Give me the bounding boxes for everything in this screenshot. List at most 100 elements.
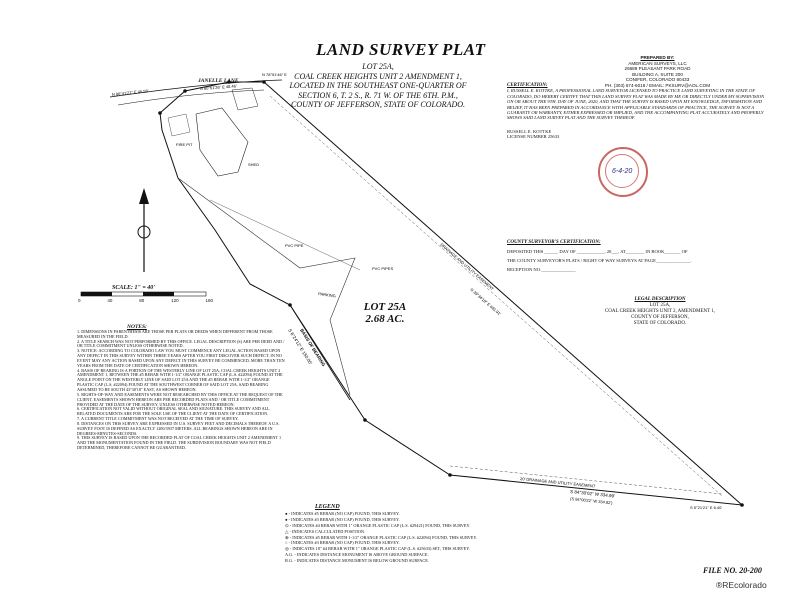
diag-bearing-label: N 39°34'18" E 681.91': [469, 287, 502, 317]
legend-footnote: A.G. - INDICATES DISTANCE MONUMENT IS AB…: [285, 552, 429, 558]
page-title: LAND SURVEY PLAT: [316, 40, 486, 59]
note-item: 9. THIS SURVEY IS BASED UPON THE RECORDE…: [77, 435, 282, 451]
scale-tick: 40: [107, 298, 113, 303]
prepared-line: PH. (303) 674-6018 / EMAIL: PKSURV@AOL.C…: [604, 82, 711, 88]
west-line: [289, 304, 351, 401]
certification-heading: CERTIFICATION:: [507, 83, 548, 88]
note-item: 8. DISTANCES ON THIS SURVEY ARE EXPRESSE…: [77, 420, 280, 436]
shed-footprint: [231, 87, 259, 111]
certification-body: I, RUSSELL E. KOTTKE, A PROFESSIONAL LAN…: [507, 88, 765, 121]
note-item: 1. DIMENSIONS IN PARENTHESIS ARE THOSE P…: [77, 328, 273, 339]
monument-markers: [158, 80, 744, 507]
prepared-line: BUILDING A, SUITE 200: [632, 71, 683, 77]
parking-label: PARKING: [318, 291, 336, 298]
corner-bearing-label: S 5°21'21" E 6.40': [690, 505, 722, 510]
legend-footnote: B.G. - INDICATES DISTANCE MONUMENT IS BE…: [285, 558, 429, 564]
driveway-line: [177, 177, 356, 396]
scale-ticks: 0 40 80 120 160: [78, 298, 213, 303]
file-number: FILE NO. 20-200: [703, 566, 762, 575]
county-certification: COUNTY SURVEYOR'S CERTIFICATION: DEPOSIT…: [507, 238, 772, 274]
legend-item: ○ - INDICATES #3 REBAR (NO CAP) FOUND, T…: [285, 540, 400, 546]
legend-item: △ - INDICATES CALCULATED POSITION.: [285, 528, 366, 534]
legend-text: - INDICATES #3 REBAR (NO CAP) FOUND, THI…: [288, 540, 400, 546]
street-label: JANELLE LANE: [198, 78, 239, 84]
prepared-line: CONIFER, COLORADO 80433: [625, 77, 690, 83]
road-line: [117, 89, 265, 106]
license-number: LICENSE NUMBER 25633: [507, 134, 560, 140]
fire-pit-label: FIRE PIT: [176, 142, 193, 147]
brand-watermark: ®REcolorado: [716, 580, 767, 590]
prepared-line: 26689 PLEASANT PARK ROAD: [624, 66, 691, 72]
scale-bar: [80, 291, 207, 297]
lot-name: LOT 25A: [363, 301, 407, 313]
legal-line: COAL CREEK HEIGHTS UNIT 2, AMENDMENT 1,: [604, 309, 716, 314]
note-item: 2. A TITLE SEARCH WAS NOT PERFORMED BY T…: [77, 338, 285, 349]
legend-item: ⊙ - INDICATES #4 REBAR WITH 1" ORANGE PL…: [285, 522, 471, 528]
note-item: 3. NOTICE: ACCORDING TO COLORADO LAW YOU…: [77, 348, 285, 368]
easement-label: 20' DRAINAGE AND UTILITY EASEMENT: [520, 476, 596, 489]
south-bearing-label: S 84°30'02" W 334.99': [570, 489, 615, 499]
scale-tick: 0: [78, 298, 81, 303]
scale-tick: 120: [171, 298, 179, 303]
note-item: 5. RIGHTS-OF-WAY AND EASEMENTS WERE NOT …: [77, 391, 283, 407]
subtitle-line: COUNTY OF JEFFERSON, STATE OF COLORADO.: [291, 100, 465, 110]
legal-line: COUNTY OF JEFFERSON,: [631, 315, 689, 320]
legend-text: - INDICATES #4 REBAR WITH 1" ORANGE PLAS…: [289, 522, 471, 528]
seal-inner-ring: [605, 154, 639, 188]
shed-label: SHED: [248, 162, 259, 167]
pipe-line: [209, 199, 361, 271]
easement-diag-label: DRAINAGE AND UTILITY EASEMENT: [439, 242, 495, 292]
surveyor-name: RUSSELL E. KOTTKE: [507, 128, 552, 134]
legend-item: ● - INDICATES #3 REBAR (NO CAP) FOUND, T…: [285, 516, 400, 522]
note-item: 4. BASIS OF BEARING IS A PORTION OF THE …: [77, 367, 283, 392]
easement-line: [269, 95, 723, 497]
easement-line: [449, 465, 723, 495]
road-line: [109, 79, 283, 98]
structure-outline: [167, 113, 191, 137]
pvc-pipe-label: PVC PIPE: [285, 243, 304, 248]
subtitle-line: SECTION 6, T. 2 S., R. 71 W. OF THE 6TH.…: [298, 90, 458, 100]
notes-block: NOTES: 1. DIMENSIONS IN PARENTHESIS ARE …: [77, 324, 287, 451]
subtitle-line: LOCATED IN THE SOUTHEAST ONE-QUARTER OF: [289, 81, 467, 91]
legend-block: LEGEND ● - INDICATES #5 REBAR (NO CAP) F…: [285, 504, 545, 564]
prepared-line: AMERICAN SURVEYS, LLC: [628, 60, 687, 66]
plat-subtitle: LOT 25A, COAL CREEK HEIGHTS UNIT 2 AMEND…: [268, 62, 488, 110]
legal-line: LOT 25A,: [649, 303, 671, 308]
lot-label: LOT 25A 2.68 AC.: [350, 301, 420, 325]
pvc-pipes-label: PVC PIPES: [372, 266, 393, 271]
south-record-label: (S 84°00'22" W 334.82'): [570, 496, 614, 505]
bearing-top-label: N 80°51'26" E 48.46': [200, 83, 237, 91]
notes-heading: NOTES:: [127, 324, 147, 330]
note-item: 6. CERTIFICATION NOT VALID WITHOUT ORIGI…: [77, 406, 270, 417]
scale-label: SCALE: 1" = 40': [112, 285, 155, 291]
bearing-right-top-label: N 78°51'46" E: [262, 72, 287, 77]
scale-tick: 160: [205, 298, 213, 303]
legal-heading: LEGAL DESCRIPTION: [634, 297, 686, 302]
legend-text: - INDICATES 18" #4 REBAR WITH 1" ORANGE …: [289, 546, 470, 552]
legend-text: - INDICATES CALCULATED POSITION.: [289, 528, 366, 534]
subtitle-line: COAL CREEK HEIGHTS UNIT 2 AMENDMENT 1,: [294, 71, 462, 81]
prepared-heading: PREPARED BY:: [640, 55, 675, 60]
bearing-top-left-label: N 86°41'21" E 45.58': [112, 88, 149, 97]
legend-heading: LEGEND: [315, 504, 340, 510]
legal-line: STATE OF COLORADO.: [633, 321, 687, 326]
legend-item: ⊕ - INDICATES #5 REBAR WITH 1-1/2" ORANG…: [285, 534, 478, 540]
house-footprint: [195, 107, 249, 177]
legend-text: - INDICATES #5 REBAR WITH 1-1/2" ORANGE …: [289, 534, 478, 540]
note-item: 7. A CURRENT TITLE COMMITMENT WAS NOT RE…: [77, 416, 239, 422]
legend-text: - INDICATES #5 REBAR (NO CAP) FOUND, THI…: [288, 510, 400, 516]
certification-block: CERTIFICATION: I, RUSSELL E. KOTTKE, A P…: [507, 83, 769, 140]
subtitle-line: LOT 25A,: [362, 62, 394, 71]
north-arrow-icon: [137, 188, 151, 272]
county-heading: COUNTY SURVEYOR'S CERTIFICATION:: [507, 240, 601, 245]
legend-text: - INDICATES #3 REBAR (NO CAP) FOUND, THI…: [288, 516, 400, 522]
county-line: THE COUNTY SURVEYOR'S PLATS / RIGHT OF W…: [507, 258, 692, 263]
legend-item: ● - INDICATES #5 REBAR (NO CAP) FOUND, T…: [285, 510, 400, 516]
legal-description: LEGAL DESCRIPTION LOT 25A, COAL CREEK HE…: [590, 297, 730, 327]
prepared-by-block: PREPARED BY: AMERICAN SURVEYS, LLC 26689…: [585, 55, 730, 89]
signature-date: 6-4-20: [612, 168, 633, 175]
surveyor-seal: 6-4-20: [598, 147, 648, 197]
legend-item: ◎ - INDICATES 18" #4 REBAR WITH 1" ORANG…: [285, 546, 470, 552]
lot-area: 2.68 AC.: [365, 313, 405, 325]
